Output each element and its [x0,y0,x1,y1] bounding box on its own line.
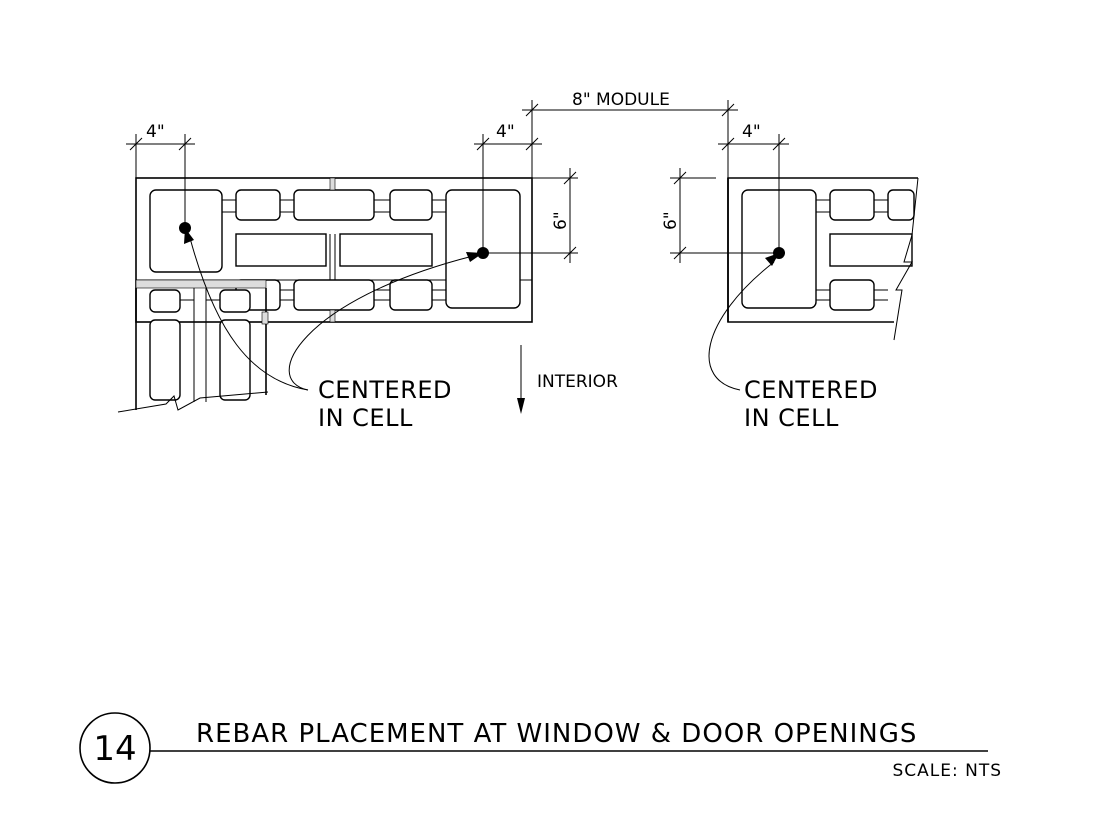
leader-lines [184,228,779,391]
detail-scale: SCALE: NTS [892,761,1002,781]
dim-8in-module: 8" MODULE [572,90,670,110]
label-left-line2: IN CELL [318,404,413,432]
dim-right-4in: 4" [742,122,761,142]
label-interior: INTERIOR [537,372,618,392]
right-wall [727,177,919,341]
detail-number-bubble [79,712,151,784]
detail-title: REBAR PLACEMENT AT WINDOW & DOOR OPENING… [196,719,917,749]
label-left-line1: CENTERED [318,376,452,404]
dimension-lines [126,100,789,263]
label-right-line2: IN CELL [744,404,839,432]
dim-left-6in: 6" [551,211,571,230]
interior-arrow-icon [517,345,525,414]
detail-number: 14 [93,729,136,769]
dim-right-6in: 6" [661,211,681,230]
dim-mid-4in: 4" [496,122,515,142]
dim-left-4in: 4" [146,122,165,142]
label-right-line1: CENTERED [744,376,878,404]
